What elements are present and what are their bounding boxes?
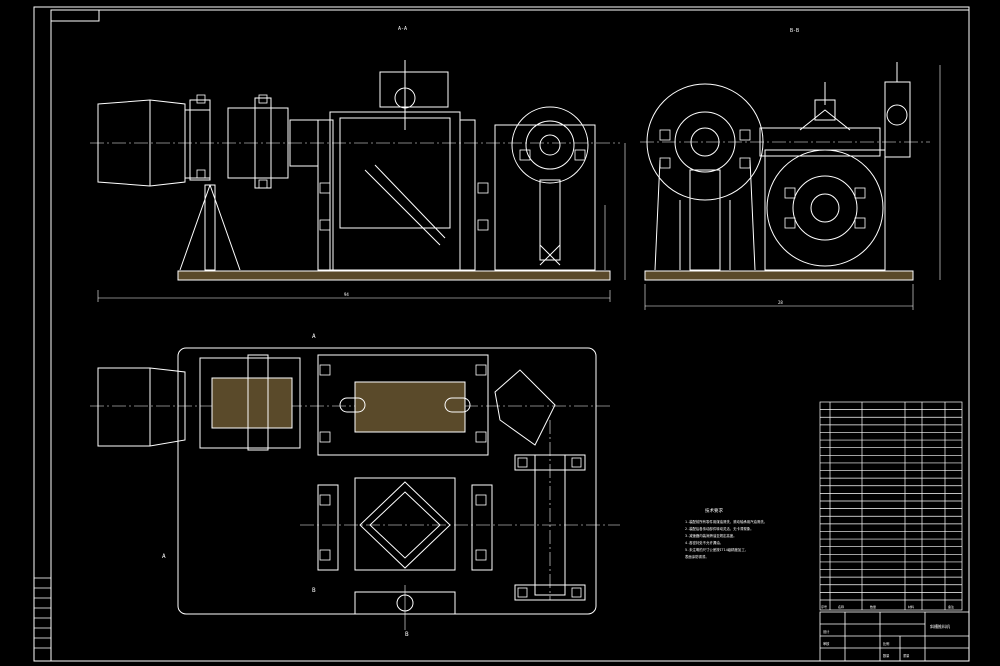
bom-header: 序号 名称 数量 材料 备注 xyxy=(821,604,954,609)
title-label-review: 审核 xyxy=(823,641,830,646)
bom-header-name: 名称 xyxy=(838,604,844,609)
bom-table xyxy=(819,401,963,611)
notes-line-1: 1.装配前所有零件用煤油清洗，滚动轴承用汽油清洗。 xyxy=(685,519,767,524)
section-marker-a2: A xyxy=(162,553,166,560)
side-dimension-text: 28 xyxy=(778,300,783,305)
side-base-plate xyxy=(644,270,914,281)
side-view-label: B-B xyxy=(790,28,799,34)
notes-line-3: 3.减速器内装润滑油至规定高度。 xyxy=(685,533,737,538)
title-label-design: 设计 xyxy=(823,629,830,634)
plan-bevel-gear xyxy=(494,369,556,446)
bom-header-material: 材料 xyxy=(908,604,914,609)
notes-line-2: 2.装配后各传动部件转动灵活，无卡滞现象。 xyxy=(685,526,754,531)
plan-chute-diamond xyxy=(359,481,451,569)
section-marker-a1: A xyxy=(312,333,316,340)
coupling-left xyxy=(189,99,211,181)
reducer-wheel xyxy=(511,106,589,184)
left-strip-table xyxy=(33,577,52,662)
top-feeder xyxy=(379,71,449,108)
motor-support xyxy=(179,184,241,271)
front-base-plate xyxy=(177,270,611,281)
side-view xyxy=(640,62,941,310)
plan-coupling xyxy=(199,357,301,449)
technical-notes: 技术要求 1.装配前所有零件用煤油清洗，滚动轴承用汽油清洗。 2.装配后各传动部… xyxy=(685,507,767,559)
chute-frame xyxy=(329,111,461,271)
drawing-frame xyxy=(33,6,970,662)
front-dimension-text: 94 xyxy=(344,292,349,297)
title-label-qty: 数量 xyxy=(883,653,890,658)
front-view xyxy=(90,60,626,302)
title-label-scale: 比例 xyxy=(883,641,889,646)
notes-title: 技术要求 xyxy=(705,507,723,514)
front-bolts xyxy=(196,94,586,231)
notes-line-4: 4.各密封处不允许漏油。 xyxy=(685,540,723,545)
title-block-labels: 设计 审核 比例 数量 重量 xyxy=(823,629,910,658)
notes-line-5: 5.未注明的尺寸公差按IT14级精度加工， xyxy=(685,547,748,552)
plan-bolts xyxy=(319,364,582,598)
section-marker-b1: B xyxy=(312,587,316,594)
plan-view xyxy=(90,347,620,630)
title-label-weight: 重量 xyxy=(903,653,910,658)
plan-chute-frame xyxy=(354,477,456,571)
bom-header-note: 备注 xyxy=(948,604,954,609)
notes-line-6: 表面涂防锈漆。 xyxy=(685,554,709,559)
side-reducer-wheel xyxy=(766,149,884,267)
bom-header-qty: 数量 xyxy=(870,604,876,609)
plan-motor xyxy=(97,367,186,447)
plan-shaft-housing xyxy=(317,354,489,456)
section-marker-b2: B xyxy=(405,631,409,638)
title-block-name: 斜槽推料机 xyxy=(930,623,950,629)
side-bolts xyxy=(659,129,866,229)
front-view-label: A-A xyxy=(398,26,407,32)
title-block xyxy=(819,611,970,662)
bom-header-no: 序号 xyxy=(821,604,827,609)
reducer-housing xyxy=(494,124,596,271)
